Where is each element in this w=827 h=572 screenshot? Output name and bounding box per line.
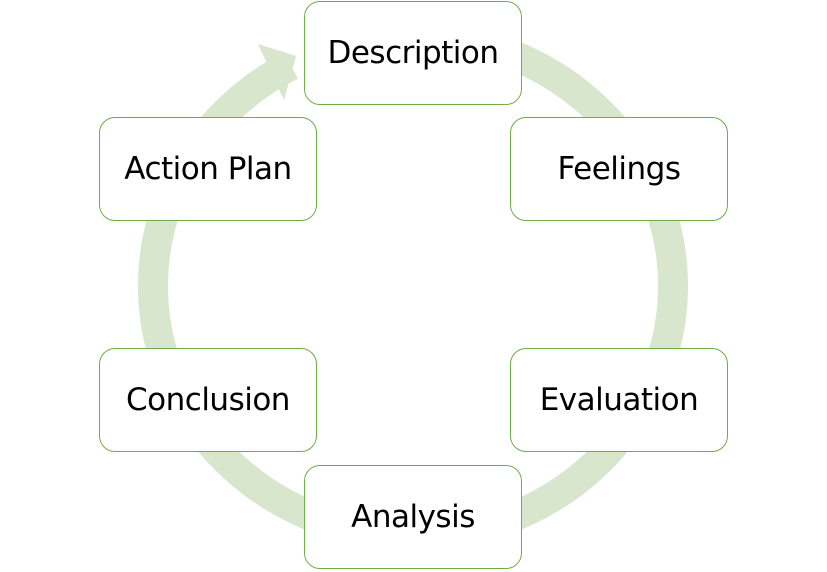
node-label: Conclusion	[126, 382, 290, 418]
node-label: Description	[327, 35, 499, 71]
node-label: Evaluation	[539, 382, 699, 418]
node-evaluation: Evaluation	[510, 348, 728, 452]
node-description: Description	[304, 1, 522, 105]
node-action-plan: Action Plan	[99, 117, 317, 221]
node-label: Action Plan	[124, 151, 292, 187]
cycle-arrow-head	[258, 44, 296, 100]
node-conclusion: Conclusion	[99, 348, 317, 452]
node-label: Feelings	[557, 151, 681, 187]
node-feelings: Feelings	[510, 117, 728, 221]
node-analysis: Analysis	[304, 465, 522, 569]
node-label: Analysis	[351, 499, 475, 535]
cycle-arrow-body	[137, 26, 689, 552]
